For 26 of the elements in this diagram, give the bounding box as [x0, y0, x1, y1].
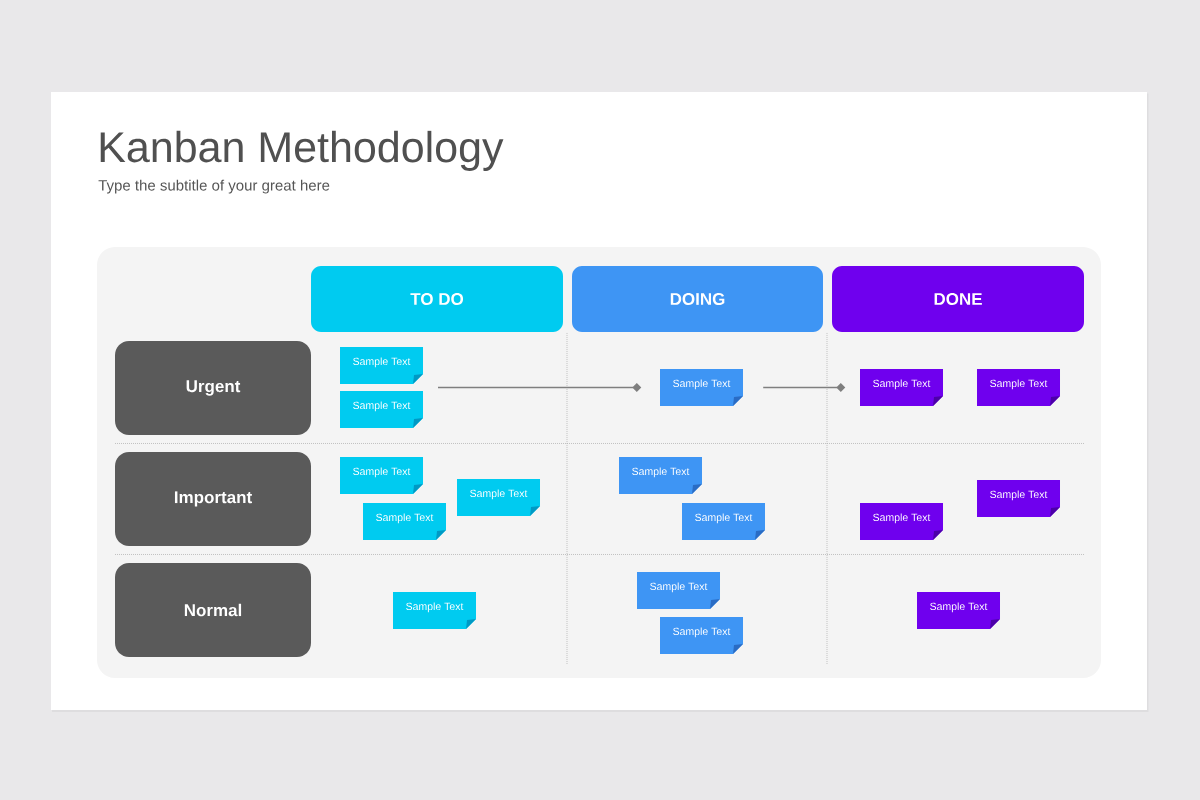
- sticky-note: Sample Text: [682, 503, 765, 540]
- sticky-note: Sample Text: [637, 572, 720, 609]
- column-header: TO DO: [311, 266, 563, 332]
- sticky-note: Sample Text: [660, 617, 743, 654]
- sticky-note: Sample Text: [363, 503, 446, 540]
- sticky-note: Sample Text: [340, 347, 423, 384]
- sticky-note: Sample Text: [860, 369, 943, 406]
- sticky-note: Sample Text: [977, 369, 1060, 406]
- sticky-note: Sample Text: [860, 503, 943, 540]
- sticky-note: Sample Text: [619, 457, 702, 494]
- subtitle: Type the subtitle of your great here: [98, 179, 330, 194]
- sticky-note: Sample Text: [660, 369, 743, 406]
- sticky-note: Sample Text: [393, 592, 476, 629]
- sticky-note: Sample Text: [977, 480, 1060, 517]
- connector: [437, 383, 642, 392]
- row-header: Normal: [115, 563, 311, 657]
- row-header: Important: [115, 452, 311, 546]
- sticky-note: Sample Text: [340, 457, 423, 494]
- sticky-note: Sample Text: [917, 592, 1000, 629]
- row-header: Urgent: [115, 341, 311, 435]
- column-header: DONE: [832, 266, 1084, 332]
- sticky-note: Sample Text: [457, 479, 540, 516]
- sticky-note: Sample Text: [340, 391, 423, 428]
- connector: [762, 383, 846, 392]
- column-header: DOING: [572, 266, 823, 332]
- title: Kanban Methodology: [100, 130, 504, 171]
